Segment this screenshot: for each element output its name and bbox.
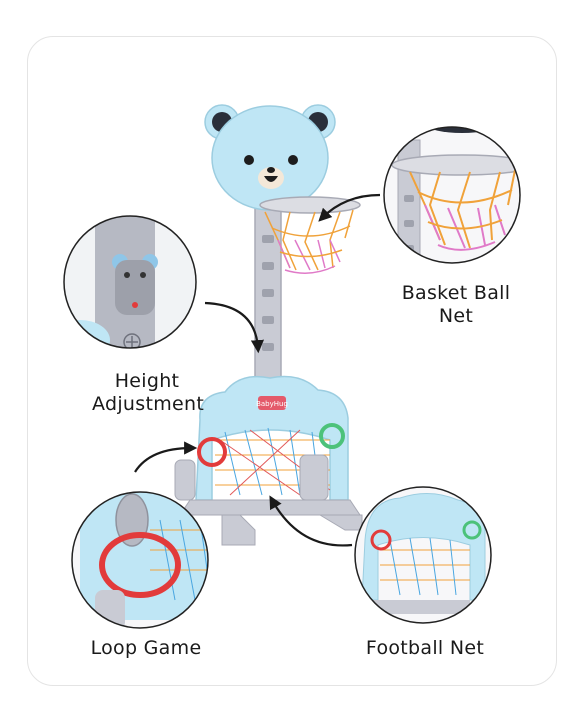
football-frame: BabyHug bbox=[174, 375, 363, 546]
label-height-line2: Adjustment bbox=[92, 393, 205, 415]
label-basket-ball-net: Basket Ball Net bbox=[396, 282, 516, 328]
inset-football-net bbox=[354, 486, 492, 624]
arrow-loop bbox=[134, 441, 198, 473]
callout-arrows bbox=[134, 193, 381, 547]
inset-loop-game bbox=[71, 491, 209, 629]
label-height-line1: Height bbox=[114, 370, 180, 392]
arrow-height bbox=[204, 301, 265, 354]
label-basket-line2: Net bbox=[438, 305, 474, 327]
label-football-net: Football Net bbox=[365, 637, 485, 659]
brand-badge: BabyHug bbox=[256, 400, 288, 408]
main-toy: BabyHug bbox=[174, 104, 363, 546]
label-loop-game: Loop Game bbox=[90, 637, 202, 659]
bear-backboard bbox=[204, 104, 336, 211]
basket-net bbox=[264, 209, 354, 274]
inset-basket-net bbox=[383, 126, 521, 264]
label-height-adjustment: Height Adjustment bbox=[92, 370, 205, 416]
label-basket-line1: Basket Ball bbox=[401, 282, 511, 304]
inset-height-adjustment bbox=[63, 215, 197, 349]
arrow-football bbox=[269, 495, 353, 547]
arrow-basket bbox=[318, 193, 381, 222]
